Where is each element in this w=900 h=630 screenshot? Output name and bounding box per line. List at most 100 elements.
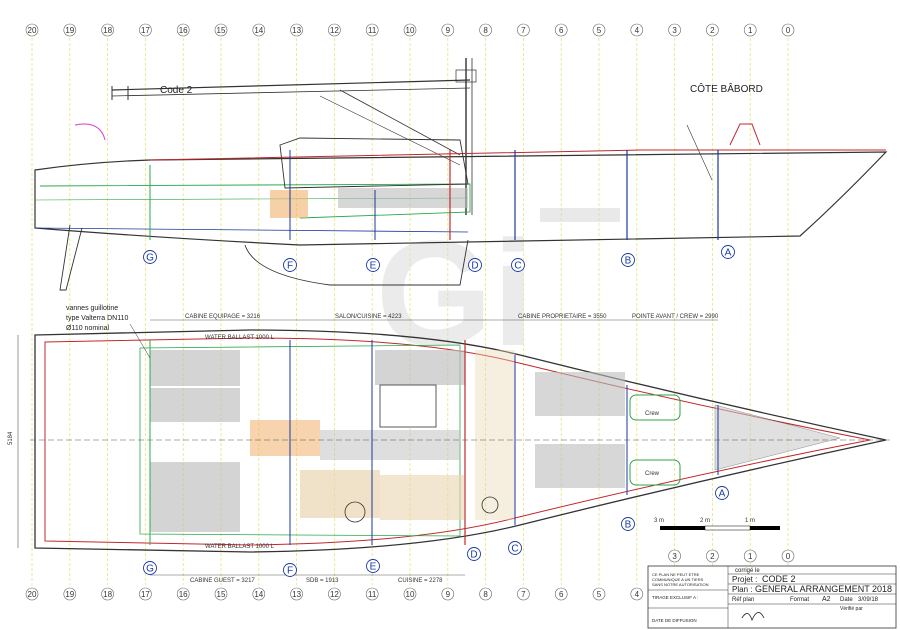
frame-number-bottom: 19 [65, 590, 74, 599]
boom [111, 79, 471, 91]
interior-outline [139, 344, 461, 537]
station-ring [143, 561, 157, 575]
frame-number-bottom-ring [214, 587, 228, 601]
frame-number-top: 19 [65, 26, 74, 35]
frame-number-bottom: 17 [141, 590, 150, 599]
station-ring [511, 258, 525, 272]
frame-number-top: 0 [786, 26, 791, 35]
compartment-label: POINTE AVANT / CREW = 2990 [632, 314, 719, 320]
signature-mark [741, 612, 765, 622]
frame-number-mid-ring [781, 549, 795, 563]
station-ring [621, 517, 635, 531]
cabin-sole-line [39, 183, 471, 219]
station-ring [508, 541, 522, 555]
project-name: CODE 2 [762, 574, 796, 584]
frame-number-top: 3 [672, 26, 677, 35]
frame-number-bottom: 13 [292, 590, 301, 599]
sail-label: Code 2 [160, 85, 193, 96]
crew-berth-1 [150, 350, 240, 386]
frame-number-top: 14 [254, 26, 263, 35]
frame-number-bottom: 14 [254, 590, 263, 599]
station-ring [467, 547, 481, 561]
keel-bulb [244, 239, 469, 286]
station-ring [283, 258, 297, 272]
frame-number-bottom: 8 [483, 590, 488, 599]
frame-number-top-ring [668, 23, 681, 37]
scale-label: 1 m [745, 518, 755, 524]
waterline [34, 227, 469, 233]
plan-view: 5184 CABINE EQUIPAGE = 3216 SALON/CUISIN… [8, 305, 890, 584]
saloon-settee-mid [320, 430, 460, 460]
frame-number-top: 8 [483, 26, 488, 35]
copyright-line: CE PLAN NE PEUT ETRE [652, 572, 700, 577]
station-label-d: D [470, 550, 477, 561]
frame-number-bottom-ring [101, 587, 114, 601]
frame-number-top-ring [214, 23, 228, 37]
mast-head [455, 69, 477, 83]
frame-number-top-ring [139, 23, 152, 37]
frame-number-bottom: 5 [597, 590, 602, 599]
bow-rail [729, 123, 761, 146]
frame-number-bottom-ring [517, 587, 530, 601]
crew-label: Crew [645, 471, 660, 477]
frame-number-top: 5 [597, 26, 602, 35]
station-label-f: F [287, 261, 293, 272]
frame-number-top: 9 [446, 26, 451, 35]
valve-leader [129, 323, 151, 359]
plan-label: Plan : [732, 585, 752, 594]
frame-number-top-ring [743, 23, 757, 37]
frame-number-mid-ring [743, 549, 757, 563]
station-ring [366, 258, 380, 272]
frame-number-top-ring [63, 23, 77, 37]
project-label: Projet : [732, 575, 757, 584]
engine-block [270, 190, 308, 218]
frame-number-top: 15 [217, 26, 226, 35]
rudder [59, 224, 83, 291]
frame-number-bottom-ring [630, 587, 644, 601]
compartment-label: SDB = 1913 [306, 578, 339, 584]
frame-number-bottom-ring [554, 587, 568, 601]
valve-note: vannes guillotine [66, 305, 118, 312]
frame-number-bottom-ring [403, 587, 417, 601]
heads-wc [481, 496, 499, 514]
scale-label: 3 m [654, 518, 664, 524]
frame-number-top-ring [252, 23, 266, 37]
frame-number-top: 7 [521, 26, 526, 35]
station-ring [468, 258, 482, 272]
frame-number-mid: 2 [710, 552, 715, 561]
plan-name: GENERAL ARRANGEMENT 2018 [755, 584, 892, 594]
hull-profile [34, 151, 888, 246]
frame-number-bottom: 15 [217, 590, 226, 599]
frame-grid [31, 38, 789, 585]
frame-number-bottom-ring [63, 587, 77, 601]
station-ring [721, 245, 735, 259]
engine-room [250, 420, 320, 456]
frame-number-mid-ring [706, 549, 719, 563]
guest-berth [150, 462, 240, 532]
frame-number-bottom: 20 [28, 590, 37, 599]
format-label: Format [790, 597, 809, 603]
frame-number-bottom-ring [592, 587, 606, 601]
fore-peak [714, 404, 841, 471]
frame-number-top-ring [365, 23, 379, 37]
station-ring [715, 486, 729, 500]
frame-number-top: 2 [710, 26, 715, 35]
title-block-frame [647, 565, 897, 629]
frame-number-bottom-ring [139, 587, 152, 601]
settee-block [338, 188, 468, 208]
crew-label: Crew [645, 411, 660, 417]
frame-number-top-ring [328, 23, 341, 37]
date-label: Date [840, 597, 853, 603]
frame-number-top-ring [101, 23, 114, 37]
station-ring [143, 250, 157, 264]
scale-seg [660, 526, 705, 530]
frame-number-bottom-ring [25, 587, 39, 601]
frame-number-bottom-ring [252, 587, 266, 601]
station-label-d: D [471, 261, 478, 272]
copyright-line: COMMUNIQUE A UN TIERS [652, 577, 704, 582]
verif-label: Vérifié par [840, 606, 863, 612]
title-block: corrigé le Projet : CODE 2 Plan : GENERA… [647, 565, 897, 629]
